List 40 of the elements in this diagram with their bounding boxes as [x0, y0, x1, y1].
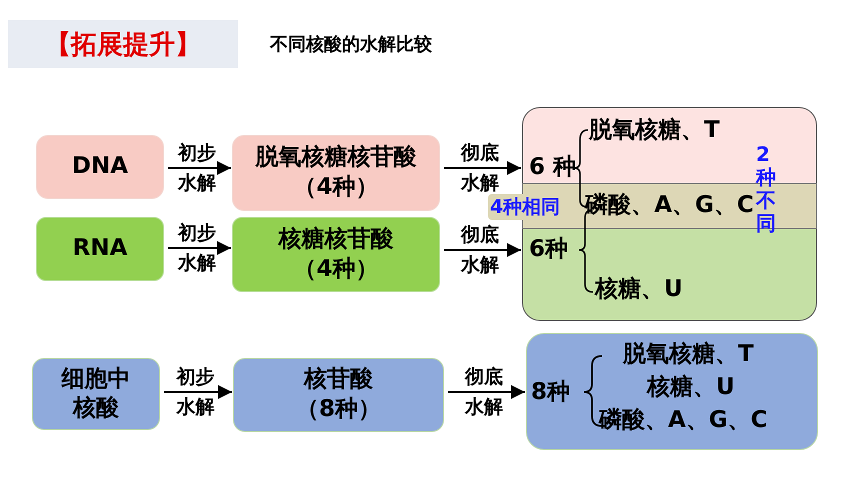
- rounded-box: [232, 135, 440, 211]
- node-text: RNA: [72, 234, 128, 264]
- node-text: 核糖核苷酸: [278, 224, 394, 254]
- edge-label: 初步水解: [176, 365, 216, 420]
- node-text: （4种）: [293, 254, 378, 284]
- arrow: [444, 161, 521, 175]
- arrow: [448, 385, 525, 399]
- node-text: （4种）: [293, 173, 378, 202]
- node-text: 核糖、U: [595, 275, 683, 304]
- edge-label: 初步水解: [177, 141, 217, 196]
- rounded-box: [36, 135, 164, 199]
- node-text: 8种: [531, 378, 570, 407]
- node-text: （8种）: [296, 395, 381, 424]
- rounded-box: [36, 217, 164, 281]
- rounded-box: [32, 358, 160, 430]
- node-text: 核苷酸: [304, 365, 373, 394]
- node-text: DNA: [72, 152, 128, 182]
- node-text: 6种: [529, 235, 568, 264]
- rounded-box: [233, 358, 444, 432]
- rounded-box: [526, 333, 818, 450]
- vertical-note: 2种不同: [756, 143, 776, 235]
- node-text: 脱氧核糖、T: [623, 340, 754, 369]
- arrow: [168, 161, 231, 175]
- node-text: 6 种: [529, 153, 576, 182]
- edge-label: 彻底水解: [464, 365, 504, 420]
- title-banner: 【拓展提升】: [8, 20, 238, 68]
- edge-label: 彻底水解: [460, 141, 500, 196]
- node-text: 脱氧核糖核苷酸: [256, 143, 416, 172]
- edge-label: 彻底水解: [460, 223, 500, 278]
- node-text: 细胞中核酸: [60, 365, 132, 423]
- edge-label: 初步水解: [177, 221, 217, 276]
- rounded-box: [232, 217, 440, 292]
- node-text: 核糖、U: [647, 373, 735, 402]
- arrow: [164, 385, 232, 399]
- arrow: [444, 243, 521, 257]
- arrow: [168, 241, 231, 255]
- node-text: 磷酸、A、G、C: [599, 406, 768, 435]
- note-text: 不同核酸的水解比较: [270, 33, 432, 56]
- node-text: 脱氧核糖、T: [589, 116, 720, 145]
- node-text: 磷酸、A、G、C: [585, 191, 754, 220]
